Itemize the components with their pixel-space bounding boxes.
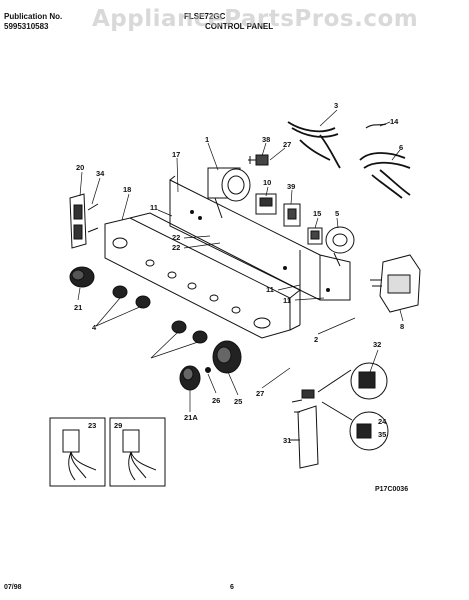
end-bracket xyxy=(69,193,99,249)
selector-knob-large xyxy=(179,365,211,391)
selector-knobs xyxy=(112,285,208,344)
page-number: 6 xyxy=(230,584,234,591)
callout-numbers: 1 38 27 3 14 6 17 20 34 18 10 39 11 15 5… xyxy=(74,101,404,445)
control-panel xyxy=(104,212,301,339)
callout-4: 4 xyxy=(92,323,97,332)
wire-harness-6 xyxy=(359,152,411,199)
callout-22-upper: 22 xyxy=(172,233,180,242)
callout-39: 39 xyxy=(287,182,295,191)
callout-6: 6 xyxy=(399,143,403,152)
callout-25: 25 xyxy=(234,397,242,406)
callout-18: 18 xyxy=(123,185,131,194)
footer-date: 07/98 xyxy=(4,584,22,591)
callout-3: 3 xyxy=(334,101,338,110)
selector-switch xyxy=(255,193,277,215)
callout-27-top: 27 xyxy=(283,140,291,149)
callout-23: 23 xyxy=(88,421,96,430)
callout-29: 29 xyxy=(114,421,122,430)
publication-label: Publication No. xyxy=(4,12,63,21)
harness-inset-23 xyxy=(49,417,106,487)
callout-1: 1 xyxy=(205,135,209,144)
callout-26: 26 xyxy=(212,396,220,405)
callout-10: 10 xyxy=(263,178,271,187)
callout-21a: 21A xyxy=(184,413,198,422)
callout-22-lower: 22 xyxy=(172,243,180,252)
diagram-code: P17C0036 xyxy=(375,486,409,493)
callout-27-bottom: 27 xyxy=(256,389,264,398)
callout-34: 34 xyxy=(96,169,105,178)
dial xyxy=(212,340,242,374)
section-title: CONTROL PANEL xyxy=(205,22,274,31)
temperature-switch xyxy=(307,227,323,245)
callout-21: 21 xyxy=(74,303,82,312)
console-rear-panel xyxy=(169,175,351,301)
callout-32: 32 xyxy=(373,340,381,349)
callout-15: 15 xyxy=(313,209,321,218)
callout-11-middle: 11 xyxy=(266,285,274,294)
leader-lines xyxy=(77,109,404,412)
actuator-module xyxy=(370,254,421,313)
model-number: FLSE72GC xyxy=(184,12,226,21)
clip-detail-inset xyxy=(317,362,389,451)
timer xyxy=(207,167,251,219)
callout-2: 2 xyxy=(314,335,318,344)
relay xyxy=(248,154,269,166)
callout-8: 8 xyxy=(400,322,404,331)
callout-35: 35 xyxy=(378,430,386,439)
callout-20: 20 xyxy=(76,163,84,172)
callout-17: 17 xyxy=(172,150,180,159)
push-switch xyxy=(283,203,301,227)
pressure-switch xyxy=(325,226,355,267)
timer-knob xyxy=(69,266,95,288)
callout-14: 14 xyxy=(390,117,399,126)
callout-5: 5 xyxy=(335,209,339,218)
callout-24: 24 xyxy=(378,417,387,426)
callout-11-lower: 11 xyxy=(283,296,291,305)
wire-harness-3 xyxy=(287,121,341,169)
callout-38: 38 xyxy=(262,135,270,144)
callout-31: 31 xyxy=(283,436,291,445)
publication-number: 5995310583 xyxy=(4,22,49,31)
callout-11-left: 11 xyxy=(150,203,158,212)
harness-inset-29 xyxy=(109,417,166,487)
mounting-bracket xyxy=(290,389,319,469)
